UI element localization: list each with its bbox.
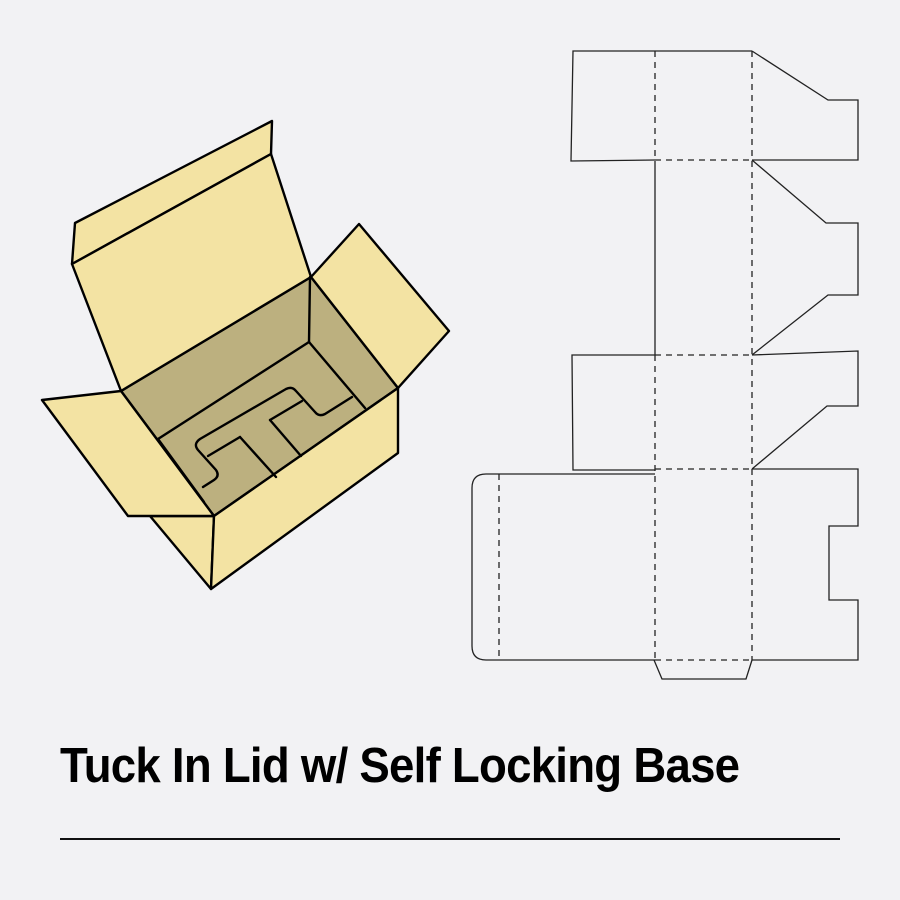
right-dust-flap: [309, 222, 451, 390]
dieline-template: [471, 50, 859, 680]
dieline-fold-lines: [498, 51, 753, 661]
insert-dividers: [206, 399, 304, 479]
page-title: Tuck In Lid w/ Self Locking Base: [60, 739, 740, 793]
insert-cutout: [194, 386, 354, 489]
dieline-cut-lines: [471, 50, 859, 680]
box-3d-illustration: [40, 119, 451, 591]
interior-edges: [156, 275, 367, 504]
title-divider: [60, 838, 840, 840]
left-side-wall: [148, 514, 216, 591]
front-wall: [209, 386, 400, 591]
